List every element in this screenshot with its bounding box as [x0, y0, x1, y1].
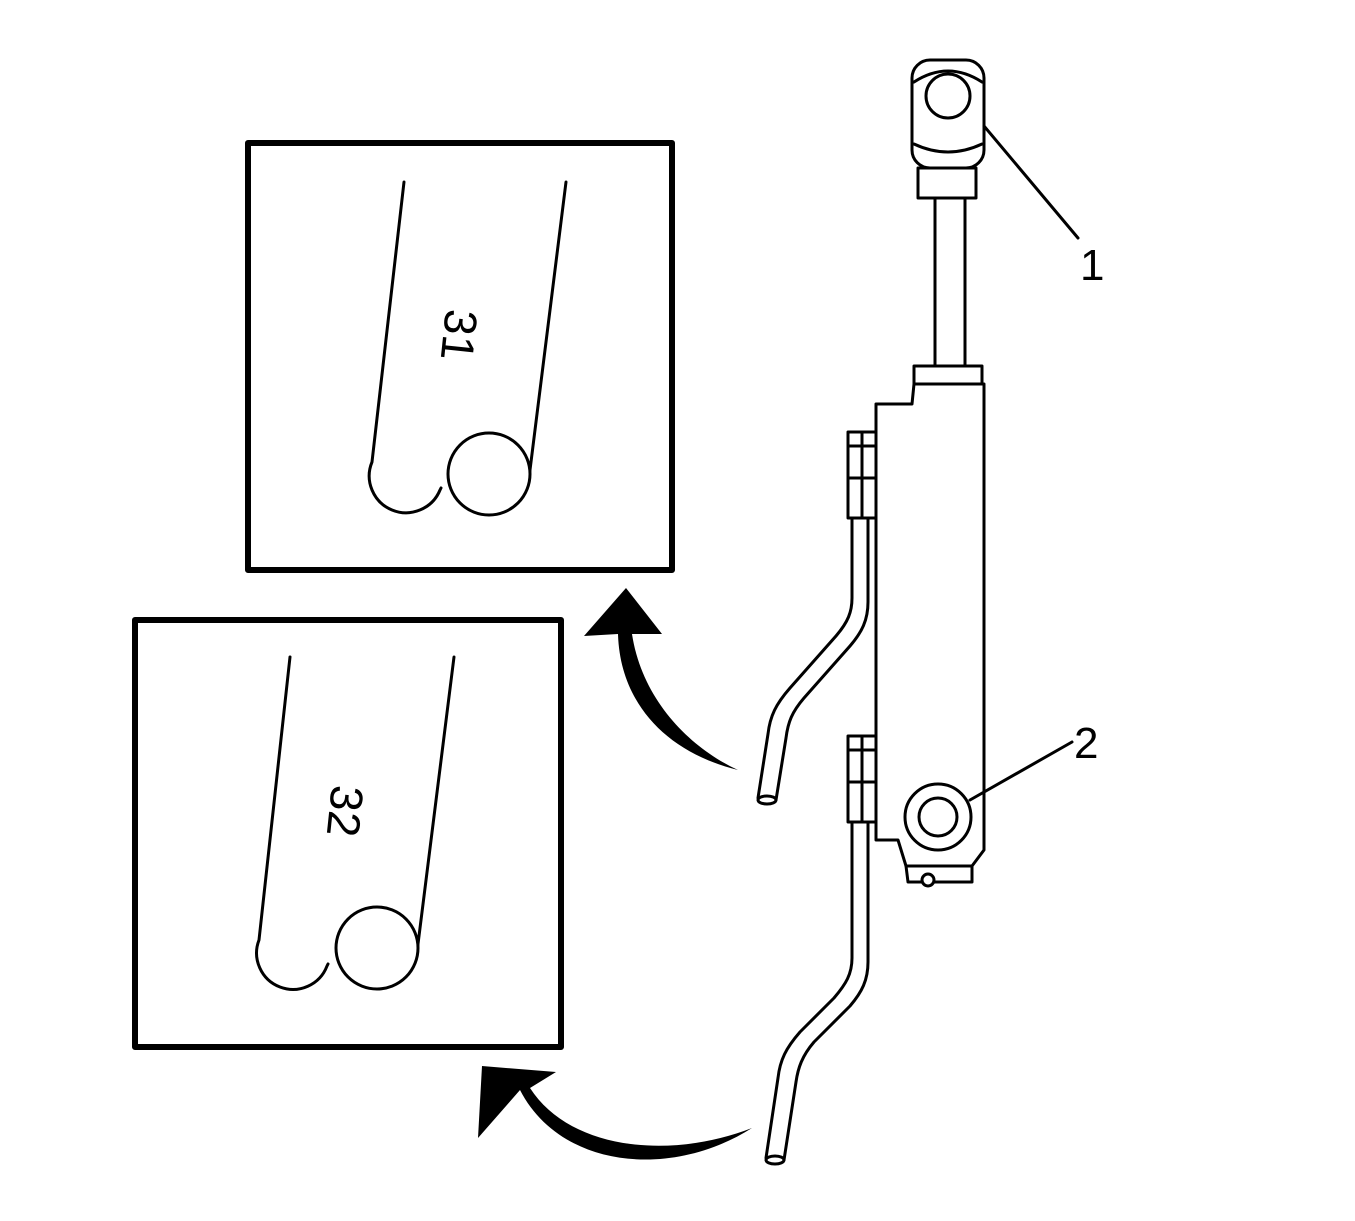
inset-31-tube-outline: [367, 180, 443, 515]
piston-rod: [933, 196, 967, 368]
lower-line-end: [764, 1154, 786, 1166]
upper-hydraulic-line-right: [774, 516, 870, 802]
bottom-lug-fitting: [920, 872, 936, 888]
inset-31-frame: [245, 140, 675, 573]
inset-31-tube-right-edge: [527, 180, 568, 480]
actuator-assembly: [756, 58, 986, 1166]
clevis-pin-hole: [924, 72, 972, 120]
arrow-to-inset-31: [584, 588, 738, 770]
clevis-bottom-curve: [912, 142, 984, 154]
callout-1-leader: [982, 124, 1080, 240]
rod-end-nut: [916, 166, 978, 200]
rod-seal: [912, 364, 984, 386]
upper-line-end: [756, 794, 778, 806]
mount-eye-inner: [917, 796, 959, 838]
bottom-lug: [904, 864, 974, 884]
inset-31: 31: [245, 140, 675, 573]
callout-1-label: 1: [1080, 241, 1104, 290]
callout-2: 2: [968, 719, 1098, 802]
inset-31-tube-end-circle: [446, 431, 532, 517]
upper-hydraulic-line-left: [756, 516, 854, 800]
lower-hydraulic-line-right: [782, 820, 870, 1162]
inset-32-frame: [132, 617, 564, 1050]
cylinder-body: [874, 382, 986, 868]
callout-2-label: 2: [1074, 719, 1098, 768]
callout-1: 1: [982, 124, 1104, 290]
clevis-top-curve: [912, 69, 984, 84]
arrow-to-inset-32: [478, 1066, 752, 1160]
inset-32-tube-end-circle: [334, 905, 420, 991]
callout-2-leader: [968, 740, 1074, 802]
lower-hydraulic-line-left: [764, 820, 854, 1160]
inset-32-label: 32: [317, 783, 374, 839]
inset-32-tube-outline: [255, 655, 330, 991]
inset-31-label: 31: [431, 307, 488, 363]
inset-32: 32: [132, 617, 564, 1050]
inset-32-tube-right-edge: [415, 655, 456, 954]
